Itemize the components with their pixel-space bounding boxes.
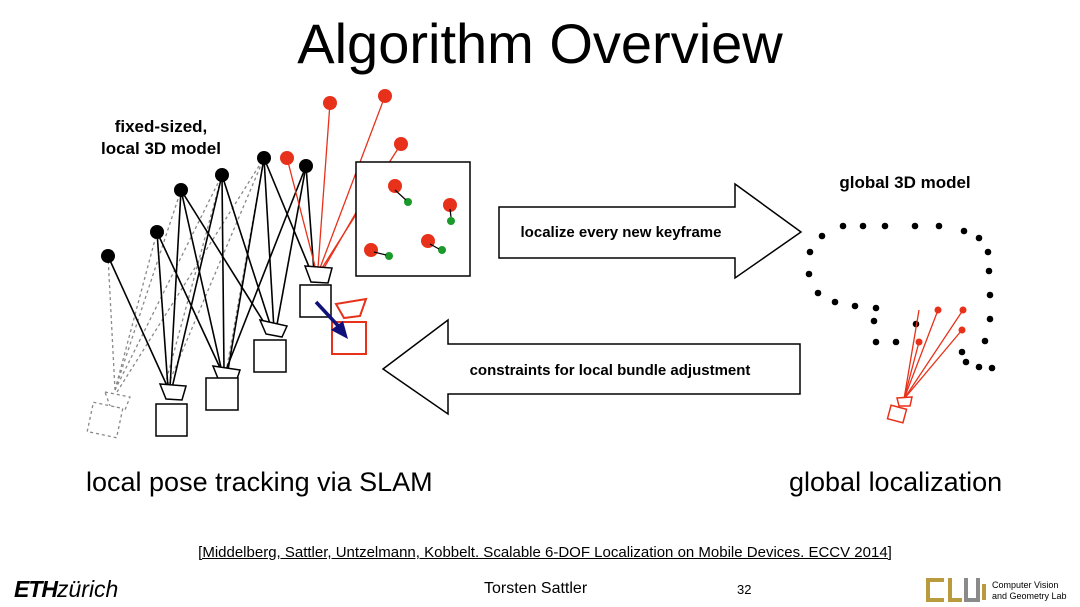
cvg-logo-icon (926, 578, 986, 602)
caption-global-localization: global localization (789, 467, 1003, 497)
page-number: 32 (737, 582, 752, 597)
constraints-arrow-label: constraints for local bundle adjustment (469, 362, 751, 379)
local-model-label-line2: local 3D model (101, 139, 221, 158)
eth-logo: ETHzürich (14, 575, 118, 603)
slam-cameras (155, 265, 333, 437)
global-match-rays (903, 309, 964, 400)
eth-logo-rest: zürich (57, 576, 119, 602)
new-keyframe-camera (331, 297, 368, 355)
old-camera-faded (86, 391, 131, 439)
localize-arrow-label: localize every new keyframe (520, 224, 722, 241)
tracking-rays (107, 157, 315, 389)
global-camera (886, 396, 913, 424)
global-matched-points (915, 306, 967, 346)
constraints-arrow (381, 318, 801, 416)
footer-author: Torsten Sattler (484, 580, 588, 597)
reprojection-pair (364, 243, 393, 260)
local-model-label-line1: fixed-sized, (114, 117, 208, 136)
global-model-label: global 3D model (839, 173, 971, 192)
lab-name-line2: and Geometry Lab (992, 591, 1067, 601)
localize-arrow (498, 182, 803, 280)
camera-motion-arrow (314, 300, 348, 339)
slide-title: Algorithm Overview (297, 12, 783, 75)
local-model-label: fixed-sized, local 3D model (76, 116, 246, 160)
reprojection-pair (388, 179, 412, 206)
local-3d-points (101, 89, 408, 263)
reprojection-pair (443, 198, 457, 225)
eth-logo-bold: ETH (14, 576, 58, 602)
reprojection-pair (421, 234, 446, 254)
global-3d-points (805, 222, 996, 372)
lab-name: Computer Vision and Geometry Lab (992, 580, 1072, 602)
citation: [Middelberg, Sattler, Untzelmann, Kobbel… (198, 544, 892, 561)
reprojection-inset (355, 161, 471, 277)
caption-local-tracking: local pose tracking via SLAM (86, 467, 433, 497)
lab-name-line1: Computer Vision (992, 580, 1059, 590)
